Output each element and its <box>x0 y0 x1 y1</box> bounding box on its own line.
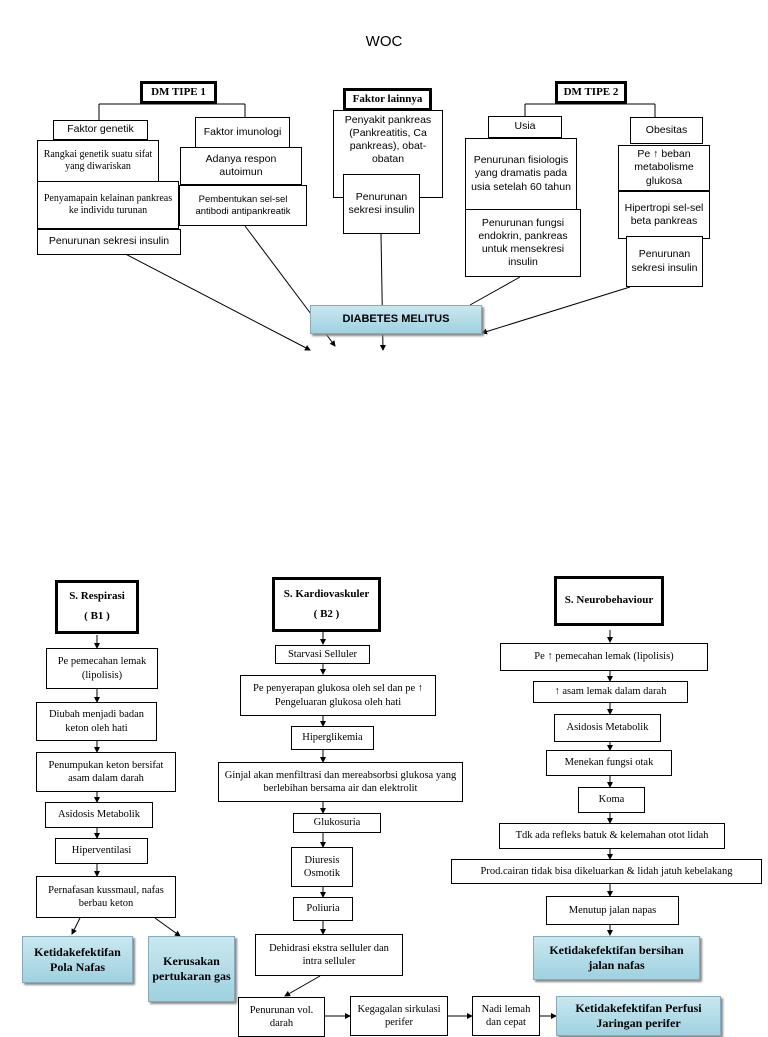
b3-step-lipolisis: Pe ↑ pemecahan lemak (lipolisis) <box>500 643 708 671</box>
dm-tipe-1-box: DM TIPE 1 <box>140 81 217 104</box>
b3-step-jalan-napas: Menutup jalan napas <box>546 896 679 925</box>
page-title: WOC <box>365 33 403 50</box>
pembentukan-antibodi-box: Pembentukan sel-sel antibodi antipankrea… <box>179 185 307 226</box>
dm-tipe-2-box: DM TIPE 2 <box>555 81 627 104</box>
penurunan-sekresi-insulin-2-box: Penurunan sekresi insulin <box>343 174 420 234</box>
usia-box: Usia <box>488 116 562 138</box>
penurunan-sekresi-insulin-1-box: Penurunan sekresi insulin <box>37 229 181 255</box>
b1-diagnosis-pertukaran-gas: Kerusakan pertukaran gas <box>148 936 235 1002</box>
b3-step-asam-lemak: ↑ asam lemak dalam darah <box>533 681 688 703</box>
penurunan-fungsi-endokrin-box: Penurunan fungsi endokrin, pankreas untu… <box>465 209 581 277</box>
b3-diagnosis-jalan-nafas: Ketidakefektifan bersihan jalan nafas <box>533 936 700 980</box>
b3-step-fungsi-otak: Menekan fungsi otak <box>546 750 672 776</box>
penurunan-sekresi-insulin-3-box: Penurunan sekresi insulin <box>626 236 703 287</box>
b1-step-penumpukan: Penumpukan keton bersifat asam dalam dar… <box>36 752 176 792</box>
b2-step-starvasi: Starvasi Selluler <box>275 645 370 664</box>
faktor-imunologi-box: Faktor imunologi <box>195 117 290 149</box>
kardiovaskuler-header: S. Kardiovaskuler ( B2 ) <box>272 577 381 632</box>
b2-step-glukosuria: Glukosuria <box>293 813 381 833</box>
rangkai-genetik-box: Rangkai genetik suatu sifat yang diwaris… <box>37 140 159 182</box>
b3-step-cairan: Prod.cairan tidak bisa dikeluarkan & lid… <box>451 859 762 884</box>
b1-diagnosis-pola-nafas: Ketidakefektifan Pola Nafas <box>22 936 133 983</box>
b3-step-refleks: Tdk ada refleks batuk & kelemahan otot l… <box>499 823 725 849</box>
penurunan-fisiologis-box: Penurunan fisiologis yang dramatis pada … <box>465 138 577 210</box>
respirasi-code: ( B1 ) <box>84 610 110 622</box>
b2-step-nadi: Nadi lemah dan cepat <box>472 996 540 1036</box>
b2-step-ginjal: Ginjal akan menfiltrasi dan mereabsorbsi… <box>218 762 463 802</box>
kardiovaskuler-code: ( B2 ) <box>313 607 340 620</box>
b2-diagnosis-perfusi: Ketidakefektifan Perfusi Jaringan perife… <box>556 996 721 1036</box>
hipertropi-sel-beta-box: Hipertropi sel-sel beta pankreas <box>618 191 710 239</box>
b2-step-dehidrasi: Dehidrasi ekstra selluler dan intra sell… <box>255 934 403 976</box>
b1-step-lipolisis: Pe pemecahan lemak (lipolisis) <box>46 648 158 689</box>
respirasi-header: S. Respirasi ( B1 ) <box>55 580 139 634</box>
obesitas-box: Obesitas <box>630 117 703 144</box>
b2-step-penurunan-vol: Penurunan vol. darah <box>238 997 325 1037</box>
faktor-lainnya-box: Faktor lainnya <box>343 88 432 111</box>
b3-step-asidosis: Asidosis Metabolik <box>554 714 661 742</box>
b2-step-diuresis: Diuresis Osmotik <box>291 847 353 887</box>
respon-autoimun-box: Adanya respon autoimun <box>180 147 302 185</box>
kardiovaskuler-title: S. Kardiovaskuler <box>283 587 370 600</box>
b3-step-koma: Koma <box>578 787 645 813</box>
b2-step-kegagalan: Kegagalan sirkulasi perifer <box>350 996 448 1036</box>
faktor-genetik-box: Faktor genetik <box>53 120 148 140</box>
b2-step-hiperglikemia: Hiperglikemia <box>291 726 374 750</box>
respirasi-title: S. Respirasi <box>69 590 125 603</box>
neurobehaviour-header: S. Neurobehaviour <box>554 576 664 626</box>
b1-step-kussmaul: Pernafasan kussmaul, nafas berbau keton <box>36 876 176 918</box>
b2-step-penyerapan: Pe penyerapan glukosa oleh sel dan pe ↑ … <box>240 675 436 716</box>
beban-metabolisme-box: Pe ↑ beban metabolisme glukosa <box>618 145 710 191</box>
b1-step-keton: Diubah menjadi badan keton oleh hati <box>36 702 157 741</box>
b1-step-hiperventilasi: Hiperventilasi <box>55 838 148 864</box>
b2-step-poliuria: Poliuria <box>293 897 353 921</box>
diabetes-melitus-box: DIABETES MELITUS <box>310 305 482 334</box>
b1-step-asidosis: Asidosis Metabolik <box>45 802 153 828</box>
penyampaian-kelainan-box: Penyamapain kelainan pankreas ke individ… <box>37 181 179 229</box>
